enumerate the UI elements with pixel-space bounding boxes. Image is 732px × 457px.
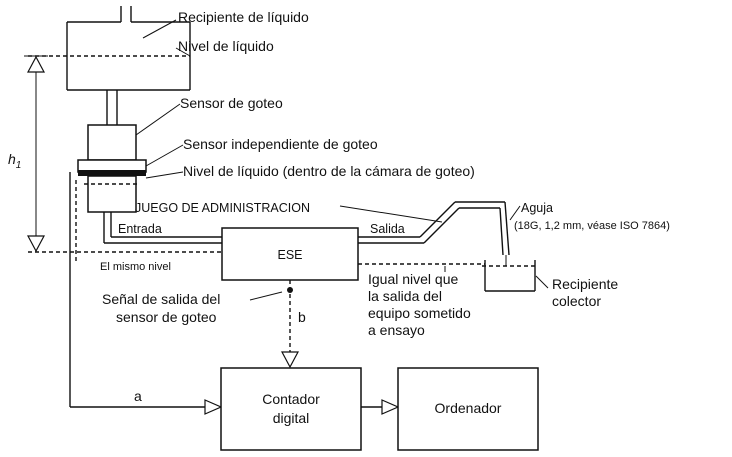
label-equal-level-4: a ensayo xyxy=(368,322,425,338)
drop-sensor xyxy=(87,124,137,161)
outlet-tube xyxy=(358,201,510,256)
computer-label: Ordenador xyxy=(435,400,502,416)
label-independent-drop-sensor: Sensor independiente de goteo xyxy=(183,136,378,152)
computer-box xyxy=(397,367,539,451)
label-liquid-container: Recipiente de líquido xyxy=(178,9,309,25)
label-signal-a: a xyxy=(134,388,142,404)
digital-counter-box xyxy=(220,367,362,451)
upper-tube xyxy=(106,90,118,125)
signal-b-wire xyxy=(281,280,299,369)
label-admin-set: JUEGO DE ADMINISTRACION xyxy=(135,201,310,215)
label-needle: Aguja xyxy=(521,201,553,215)
label-inlet: Entrada xyxy=(118,222,162,236)
label-collector-2: colector xyxy=(552,293,601,309)
counter-label-1: Contador xyxy=(262,391,320,407)
label-signal-b: b xyxy=(298,309,306,325)
label-liquid-level: Nivel de líquido xyxy=(178,38,274,54)
counter-to-computer xyxy=(361,399,400,415)
h1-dimension xyxy=(24,55,48,253)
counter-label-2: digital xyxy=(273,410,310,426)
label-same-level: El mismo nivel xyxy=(100,261,171,273)
label-drop-sensor: Sensor de goteo xyxy=(180,95,283,111)
label-equal-level-3: equipo sometido xyxy=(368,305,471,321)
label-signal-2: sensor de goteo xyxy=(116,309,217,325)
label-needle-spec: (18G, 1,2 mm, véase ISO 7864) xyxy=(514,220,670,232)
liquid-container xyxy=(66,6,191,91)
label-outlet: Salida xyxy=(370,222,405,236)
independent-drop-sensor-band xyxy=(78,170,146,176)
drip-chamber xyxy=(87,175,137,213)
ese-box xyxy=(221,227,359,281)
label-equal-level-1: Igual nivel que xyxy=(368,271,459,287)
label-signal-1: Señal de salida del xyxy=(102,291,220,307)
ese-label: ESE xyxy=(277,248,302,262)
label-collector-1: Recipiente xyxy=(552,276,618,292)
collecting-vessel xyxy=(482,260,538,292)
lower-tube xyxy=(103,212,222,244)
label-h1: h1 xyxy=(8,151,21,171)
label-chamber-liquid-level: Nivel de líquido (dentro de la cámara de… xyxy=(183,163,475,179)
signal-a-wire xyxy=(69,172,223,415)
label-equal-level-2: la salida del xyxy=(368,288,442,304)
leader-lines xyxy=(135,19,549,301)
